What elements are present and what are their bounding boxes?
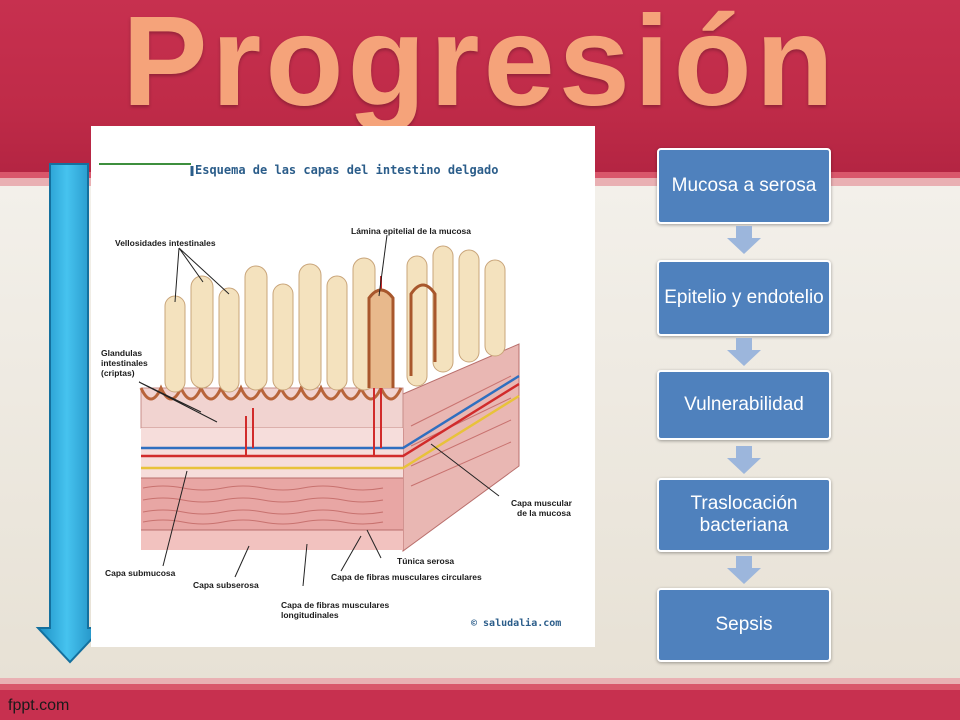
flow-connector-arrow-icon: [727, 446, 761, 474]
footer-stripe-light: [0, 678, 960, 684]
label-glands-1: Glandulas: [101, 348, 143, 358]
flow-connector-arrow-icon: [727, 338, 761, 366]
label-muscularis-2: de la mucosa: [517, 508, 571, 518]
label-serosa: Túnica serosa: [397, 556, 455, 566]
footer-brand: fppt.com: [8, 697, 70, 714]
label-villi: Vellosidades intestinales: [115, 238, 216, 248]
flow-connector-arrow-icon: [727, 226, 761, 254]
flow-step-mucosa: Mucosa a serosa: [657, 148, 831, 224]
flow-step-vulnerabilidad: Vulnerabilidad: [657, 370, 831, 440]
label-epithelial: Lámina epitelial de la mucosa: [351, 226, 471, 236]
label-muscularis-1: Capa muscular: [511, 498, 572, 508]
label-longitudinal-2: longitudinales: [281, 610, 339, 620]
figure-credit: © saludalia.com: [471, 618, 562, 629]
label-subserosa: Capa subserosa: [193, 580, 259, 590]
down-arrow-icon: [35, 163, 105, 664]
flow-step-sepsis: Sepsis: [657, 588, 831, 662]
slide-title: Progresión: [122, 0, 838, 133]
flow-step-traslocacion: Traslocación bacteriana: [657, 478, 831, 552]
label-glands-3: (criptas): [101, 368, 135, 378]
intestine-figure: Esquema de las capas del intestino delga…: [91, 126, 595, 647]
intestine-illustration: [99, 163, 520, 587]
footer-band: [0, 690, 960, 720]
footer-stripe: [0, 684, 960, 690]
flow-connector-arrow-icon: [727, 556, 761, 584]
label-circular: Capa de fibras musculares circulares: [331, 572, 482, 582]
label-longitudinal-1: Capa de fibras musculares: [281, 600, 390, 610]
label-submucosa: Capa submucosa: [105, 568, 176, 578]
flow-step-epitelio: Epitelio y endotelio: [657, 260, 831, 336]
label-glands-2: intestinales: [101, 358, 148, 368]
figure-title: Esquema de las capas del intestino delga…: [195, 163, 499, 177]
